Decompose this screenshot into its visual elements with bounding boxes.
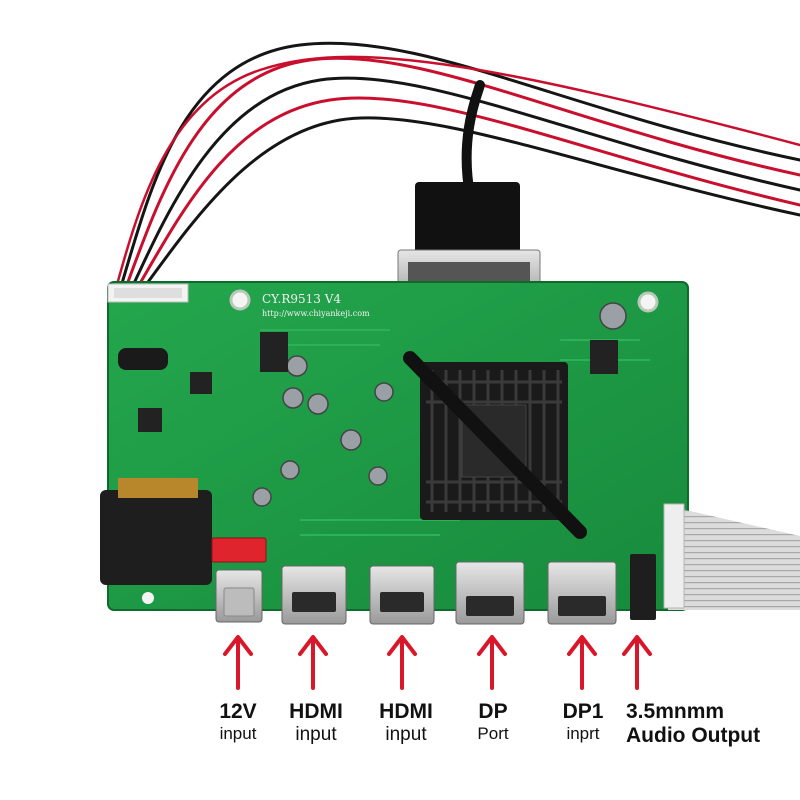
heatsink — [403, 351, 587, 539]
label-dp-port: DP Port — [462, 700, 524, 744]
label-audio-line2: Audio Output — [626, 724, 761, 748]
label-audio-output: 3.5mnmm Audio Output — [626, 700, 798, 748]
power-header — [211, 537, 267, 563]
label-12v-line1: 12V — [219, 700, 257, 723]
label-dp1-line2: inprt — [566, 724, 600, 744]
label-audio-line1: 3.5mnmm — [626, 700, 725, 723]
board-model-silkscreen: CY.R9513 V4 — [262, 292, 341, 306]
arrow-dp — [477, 635, 507, 690]
port-hdmi-1 — [281, 565, 347, 625]
port-dp1 — [547, 561, 617, 625]
label-hdmi-1-line1: HDMI — [289, 700, 343, 723]
arrow-audio — [622, 635, 652, 690]
ribbon-cable — [663, 503, 800, 610]
arrow-12v — [223, 635, 253, 690]
board-url-silkscreen: http://www.chiyankeji.com — [262, 309, 370, 318]
port-arrows — [223, 635, 652, 690]
arrow-dp1 — [567, 635, 597, 690]
label-dp-line2: Port — [477, 724, 509, 744]
wire-header — [107, 283, 189, 303]
label-dp1-input: DP1 inprt — [552, 700, 614, 744]
port-dp — [455, 561, 525, 625]
label-hdmi-2-line1: HDMI — [379, 700, 433, 723]
arrow-hdmi-2 — [387, 635, 417, 690]
label-12v-input: 12V input — [203, 700, 273, 744]
port-audio-jack — [630, 554, 656, 620]
label-hdmi-input-1: HDMI input — [278, 700, 354, 746]
capacitors — [252, 302, 627, 507]
label-dp1-line1: DP1 — [562, 700, 604, 723]
label-hdmi-input-2: HDMI input — [368, 700, 444, 746]
label-hdmi-2-line2: input — [385, 724, 427, 746]
wire-harness — [113, 41, 800, 295]
power-inductor — [100, 478, 212, 585]
ic-chips — [118, 332, 618, 432]
label-12v-line2: input — [219, 724, 257, 744]
label-hdmi-1-line2: input — [295, 724, 337, 746]
arrow-hdmi-1 — [298, 635, 328, 690]
label-dp-line1: DP — [478, 700, 508, 723]
port-hdmi-2 — [369, 565, 435, 625]
port-12v — [215, 569, 263, 623]
